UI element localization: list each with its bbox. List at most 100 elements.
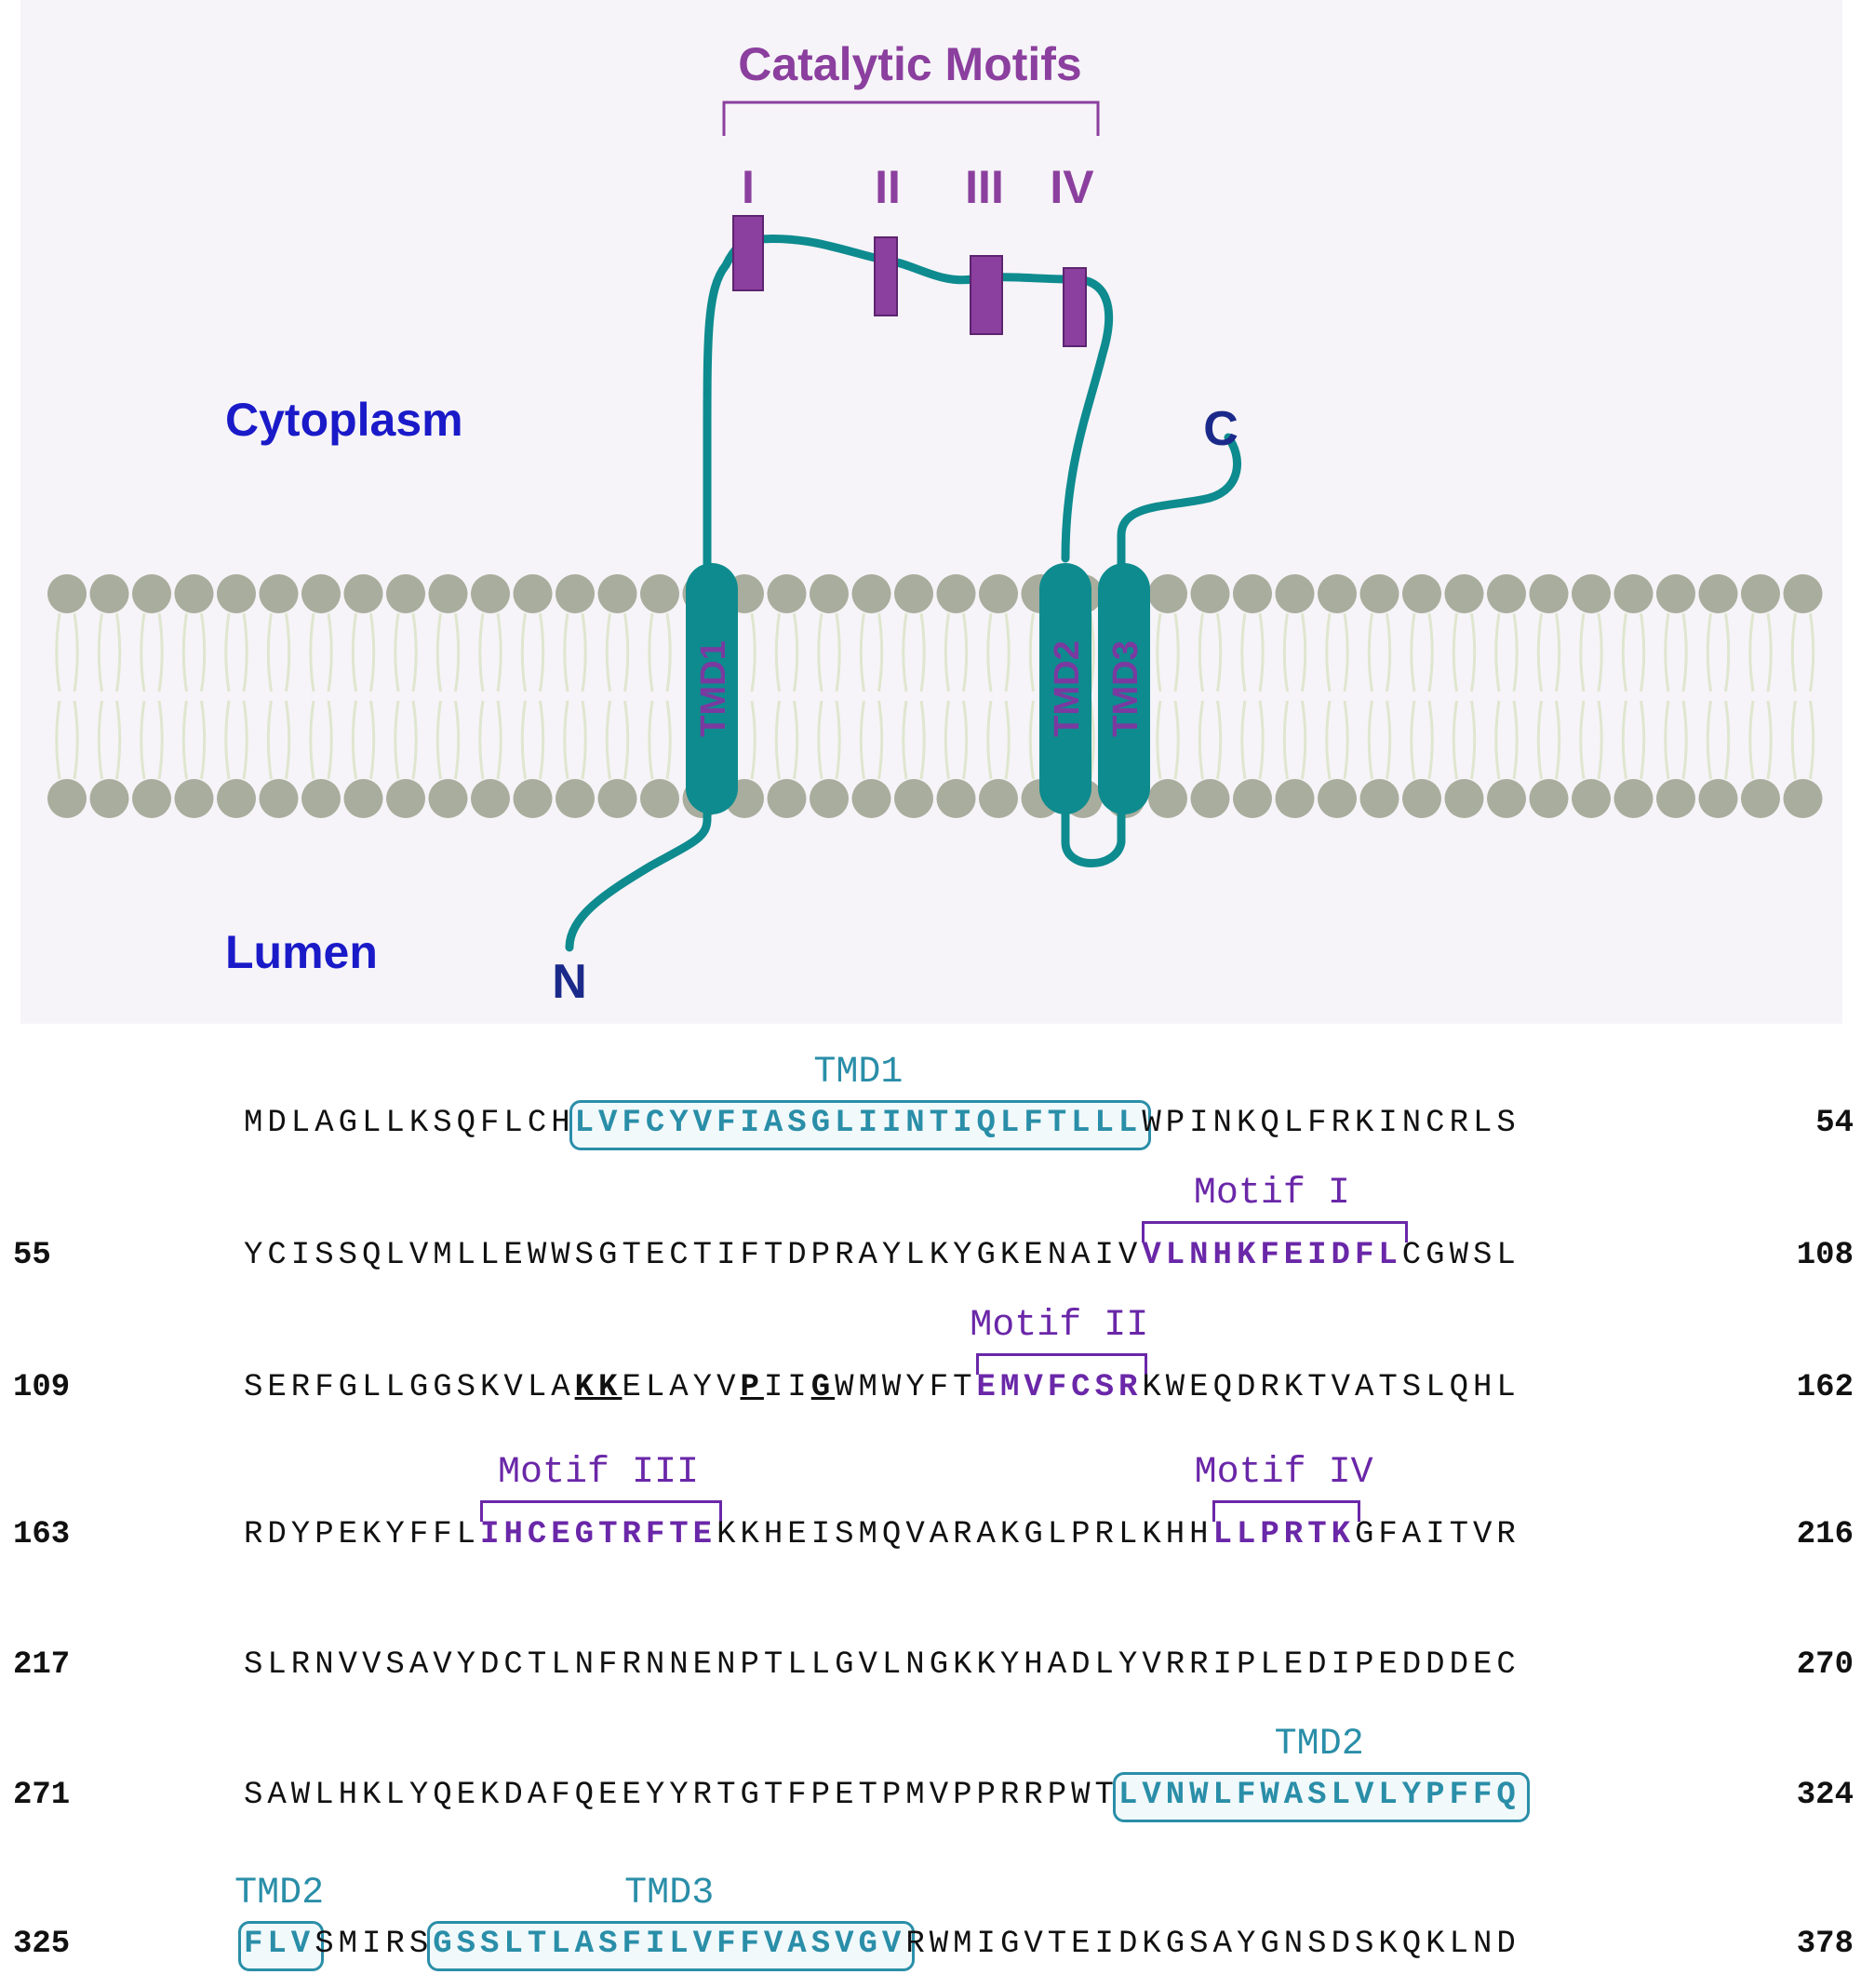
lipid-head	[386, 779, 425, 818]
lipid-tail	[1555, 612, 1561, 692]
lipid-head	[301, 779, 341, 818]
lipid-tail	[793, 612, 799, 692]
lipid-head	[1359, 779, 1399, 818]
lipid-tail	[1597, 700, 1603, 780]
lipid-tail	[435, 612, 442, 692]
tmd2-label: TMD2	[1048, 640, 1087, 736]
sequence-text: FLVSMIRSGSSLTLASFILVFFVASVGVRWMIGVTEIDKG…	[244, 1927, 1520, 1962]
residues: WMWYFT	[835, 1370, 977, 1405]
lipid-tail	[1282, 612, 1289, 692]
tmd-box-label: TMD3	[624, 1873, 715, 1914]
diagram-background	[20, 0, 1842, 1024]
lipid-tail	[1452, 700, 1458, 780]
lipid-tail	[1386, 700, 1392, 780]
lipid-tail	[181, 612, 188, 692]
lipid-head	[894, 574, 933, 613]
lipid-tail	[877, 700, 884, 780]
lipid-head	[1783, 574, 1823, 613]
motif-numeral-iii: III	[965, 161, 1004, 213]
lipid-tail	[648, 700, 654, 780]
tmd-box	[238, 1921, 325, 1971]
lipid-head	[1148, 779, 1187, 818]
lipid-tail	[1173, 612, 1180, 692]
lipid-tail	[224, 700, 231, 780]
lipid-tail	[1386, 612, 1392, 692]
lipid-head	[471, 574, 510, 613]
motif-label: Motif III	[497, 1452, 700, 1494]
motif-ii-block	[874, 236, 898, 316]
lipid-tail	[919, 700, 926, 780]
key-residue: P	[740, 1370, 764, 1405]
lipid-head	[1402, 574, 1441, 613]
lipid-tail	[411, 700, 418, 780]
motif-bracket	[976, 1353, 1148, 1375]
lipid-tail	[496, 612, 502, 692]
lipid-tail	[1004, 612, 1011, 692]
lipid-head	[217, 779, 256, 818]
lipid-tail	[1681, 612, 1688, 692]
residues: MDLAGLLKSQFLCH	[244, 1106, 575, 1141]
lipid-tail	[1028, 612, 1035, 692]
lipid-tail	[1809, 612, 1815, 692]
lipid-tail	[1427, 612, 1434, 692]
motif-residues: VLNHKFEIDFL	[1142, 1238, 1402, 1273]
lipid-tail	[115, 700, 122, 780]
lipid-head	[1698, 779, 1738, 818]
tmd1-label: TMD1	[694, 640, 733, 736]
lipid-tail	[944, 612, 950, 692]
tmd-box	[569, 1100, 1152, 1150]
lipid-tail	[1301, 612, 1307, 692]
motif-label: Motif II	[970, 1305, 1149, 1347]
lipid-head	[1190, 574, 1230, 613]
lipid-head	[1444, 574, 1484, 613]
motif-bracket	[480, 1500, 722, 1522]
lipid-head	[89, 574, 129, 613]
lipid-tail	[1410, 612, 1416, 692]
c-terminus-label: C	[1203, 402, 1238, 456]
lipid-tail	[309, 700, 315, 780]
lipid-tail	[1198, 612, 1204, 692]
lipid-tail	[97, 612, 103, 692]
lipid-tail	[242, 612, 248, 692]
tmd-box	[427, 1921, 916, 1971]
lipid-tail	[411, 612, 418, 692]
lipid-tail	[665, 612, 672, 692]
lipid-tail	[435, 700, 442, 780]
lipid-tail	[309, 612, 315, 692]
lipid-tail	[1198, 700, 1204, 780]
lipid-head	[851, 779, 891, 818]
lipid-tail	[496, 700, 502, 780]
lipid-tail	[835, 612, 841, 692]
catalytic-motifs-bracket	[722, 101, 1100, 136]
lipid-tail	[1748, 612, 1755, 692]
lipid-head	[1698, 574, 1738, 613]
lipid-tail	[157, 612, 164, 692]
lipid-tail	[1410, 700, 1416, 780]
lipid-tail	[1706, 612, 1712, 692]
lipid-head	[1572, 779, 1611, 818]
lipid-tail	[581, 612, 587, 692]
lipid-tail	[563, 612, 569, 692]
residues: SERFGLLGGSKVLA	[244, 1370, 575, 1405]
lipid-head	[428, 779, 468, 818]
lipid-head	[1487, 574, 1526, 613]
lipid-head	[343, 779, 383, 818]
lipid-head	[1444, 779, 1484, 818]
lipid-tail	[157, 700, 164, 780]
lipid-tail	[200, 612, 207, 692]
tmd-residues: GSSLTLASFILVFFVASVGV	[433, 1927, 906, 1962]
lipid-tail	[1664, 612, 1670, 692]
lipid-head	[428, 574, 468, 613]
motif-numeral-iv: IV	[1050, 161, 1094, 213]
lipid-tail	[478, 612, 485, 692]
sequence-text: SLRNVVSAVYDCTLNFRNNENPTLLGVLNGKKYHADLYVR…	[244, 1647, 1520, 1683]
lipid-tail	[140, 612, 146, 692]
lipid-tail	[1470, 700, 1477, 780]
tmd3-label: TMD3	[1106, 640, 1145, 736]
lipid-tail	[665, 700, 672, 780]
lipid-tail	[1724, 612, 1731, 692]
lipid-tail	[1282, 700, 1289, 780]
lipid-head	[47, 574, 87, 613]
